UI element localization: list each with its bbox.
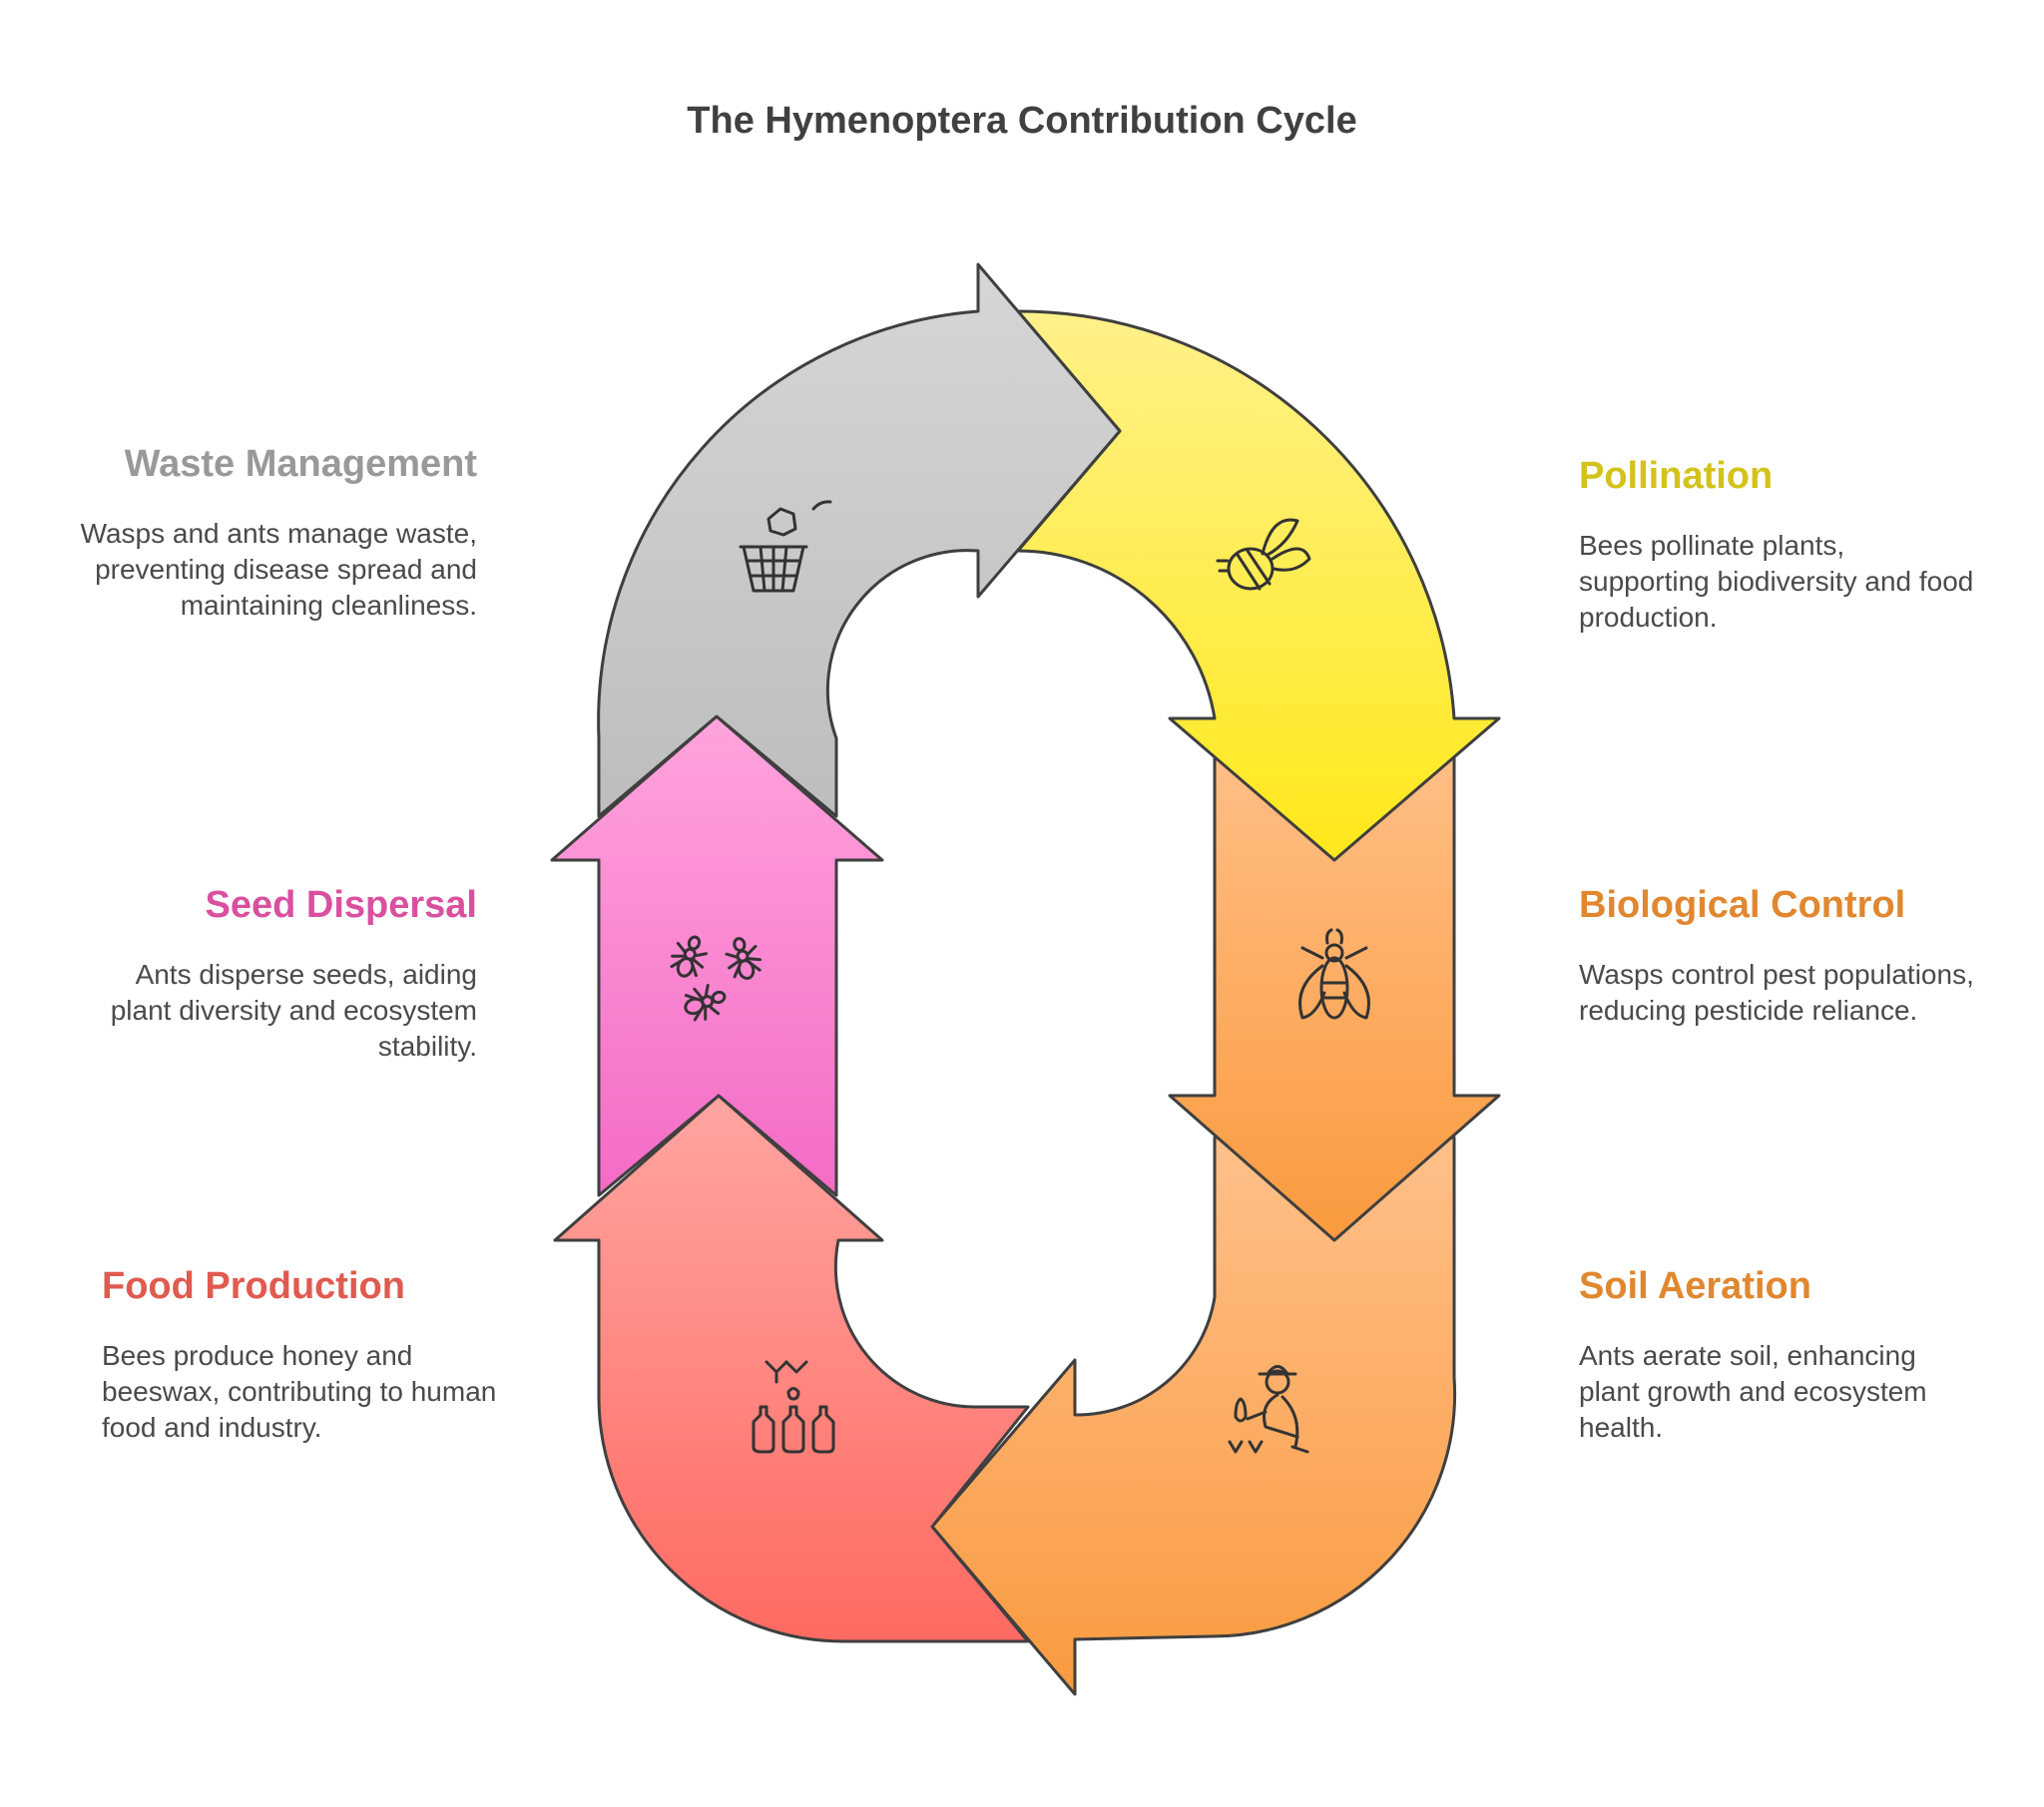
step-seed-dispersal: Seed Dispersal Ants disperse seeds, aidi…: [78, 884, 477, 1065]
step-soil-aeration: Soil Aeration Ants aerate soil, enhancin…: [1579, 1265, 1978, 1446]
bee-icon: [1216, 518, 1311, 591]
step-waste-management: Waste Management Wasps and ants manage w…: [78, 443, 477, 624]
step-description: Ants disperse seeds, aiding plant divers…: [110, 959, 477, 1062]
step-pollination: Pollination Bees pollinate plants, suppo…: [1579, 455, 1978, 636]
trash-basket-icon: [739, 500, 832, 593]
step-food-production: Food Production Bees produce honey and b…: [102, 1265, 501, 1446]
honey-jars-icon: [752, 1360, 835, 1454]
arrow-waste-management: [597, 262, 1122, 818]
arrow-seed-dispersal: [550, 714, 884, 1197]
gardener-icon: [1228, 1365, 1309, 1454]
step-heading: Soil Aeration: [1579, 1265, 1811, 1307]
step-description: Bees pollinate plants, supporting biodiv…: [1579, 530, 1974, 633]
step-heading: Seed Dispersal: [205, 884, 477, 926]
step-description: Wasps control pest populations, reducing…: [1579, 959, 1974, 1026]
diagram-title: The Hymenoptera Contribution Cycle: [687, 100, 1357, 142]
step-description: Ants aerate soil, enhancing plant growth…: [1579, 1340, 1927, 1443]
step-description: Wasps and ants manage waste, preventing …: [80, 518, 477, 621]
ants-icon: [670, 935, 762, 1022]
step-heading: Waste Management: [124, 443, 477, 485]
step-heading: Biological Control: [1579, 884, 1906, 926]
step-description: Bees produce honey and beeswax, contribu…: [102, 1340, 497, 1443]
wasp-icon: [1298, 928, 1370, 1020]
arrow-soil-aeration: [930, 1135, 1457, 1696]
step-biological-control: Biological Control Wasps control pest po…: [1579, 884, 1978, 1029]
step-heading: Food Production: [102, 1265, 405, 1307]
step-heading: Pollination: [1579, 455, 1774, 497]
